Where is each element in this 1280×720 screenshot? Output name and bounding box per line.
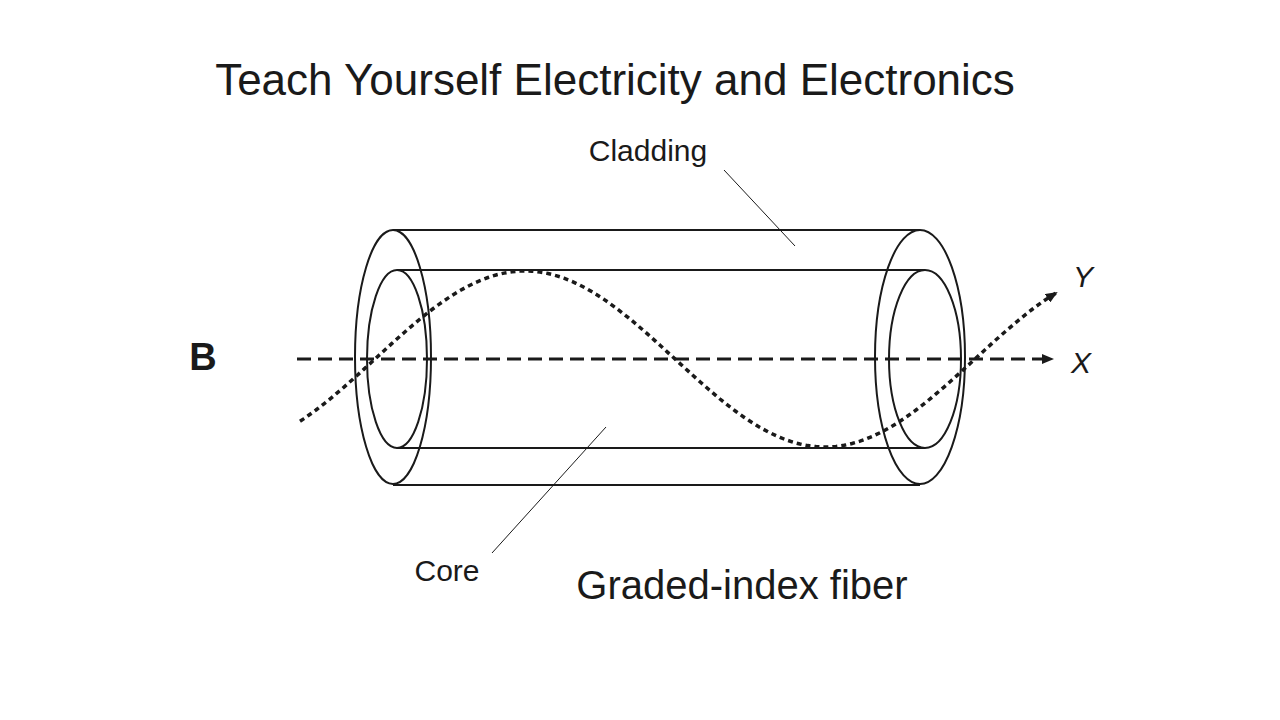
caption: Graded-index fiber <box>576 563 907 607</box>
part-label: Core <box>414 554 479 587</box>
ray-label: Y <box>1073 260 1093 293</box>
cladding-edge <box>393 229 920 231</box>
part-label: Cladding <box>589 134 707 167</box>
leader-line <box>492 427 606 553</box>
core-edge <box>397 269 925 271</box>
cladding-end <box>875 230 965 484</box>
figure-letter: B <box>189 337 216 379</box>
title: Teach Yourself Electricity and Electroni… <box>215 56 1015 104</box>
graded-ray <box>300 271 1056 447</box>
cladding-end <box>355 230 431 484</box>
ray-label: X <box>1071 346 1091 379</box>
core-edge <box>397 447 925 449</box>
core-end <box>367 270 427 448</box>
cladding-edge <box>393 484 920 486</box>
leader-line <box>724 170 795 246</box>
